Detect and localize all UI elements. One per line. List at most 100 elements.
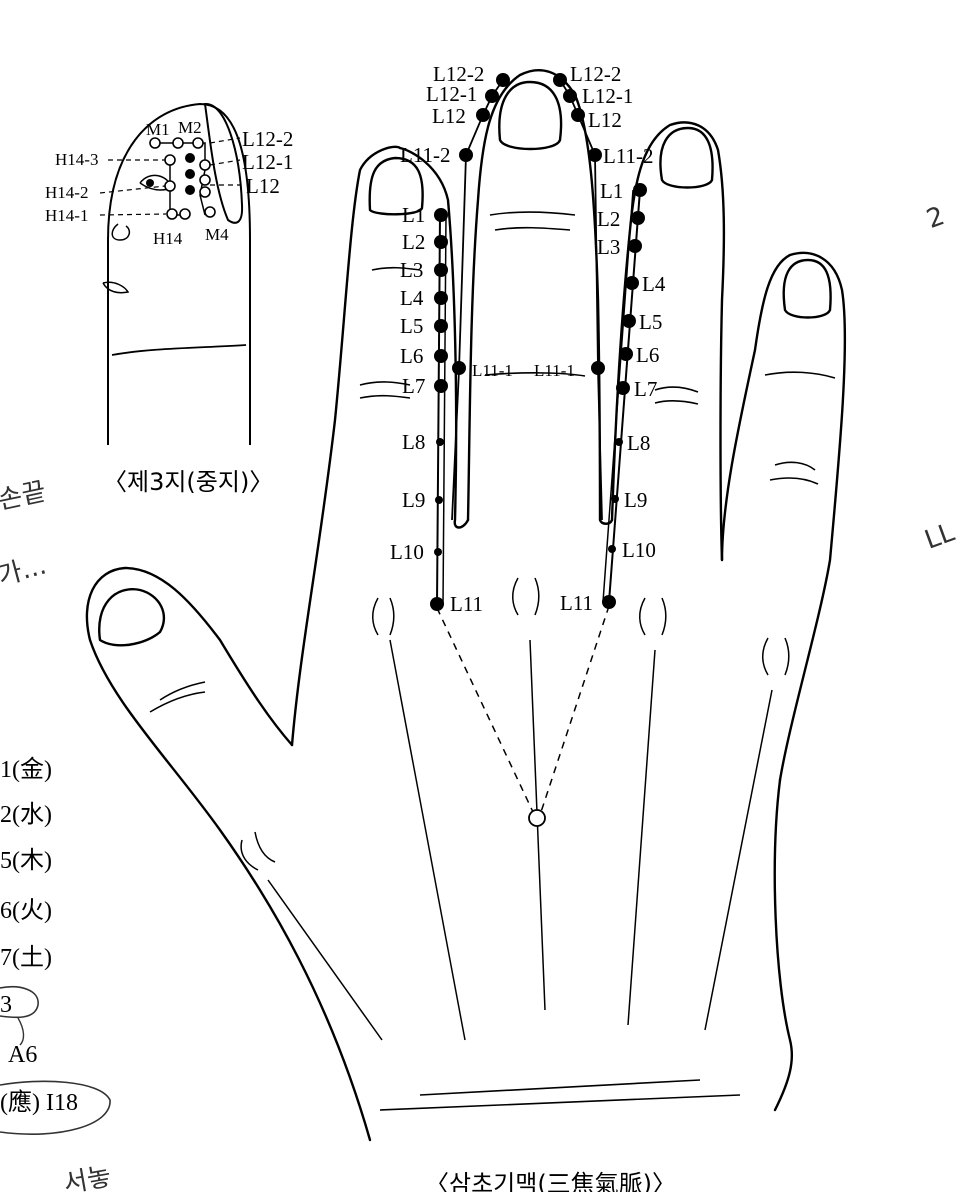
palm-creases: [150, 212, 835, 1110]
inset-label-m2: M2: [178, 118, 202, 137]
middle-left-l11-1: [452, 361, 466, 375]
side-item: 6(火): [0, 898, 52, 924]
middle-right-line: [560, 80, 602, 520]
middle-right-l11-1: [591, 361, 605, 375]
inset-point-h14-2: [165, 181, 175, 191]
inset-point-h14: [180, 209, 190, 219]
inset-point-l12: [200, 187, 210, 197]
side-item: 2(水): [0, 801, 52, 828]
handwriting: 2: [923, 201, 949, 235]
index-point-l7: [434, 379, 448, 393]
handwriting: 손끝: [0, 477, 49, 516]
ring-meridian: L1 L2 L3 L4 L5 L6 L7 L8 L9 L10 L11: [560, 179, 666, 615]
ring-label-l9: L9: [624, 488, 647, 512]
handwriting: 서놓: [61, 1162, 113, 1192]
middle-label-left-l11-1: L11-1: [472, 361, 513, 380]
handwriting-notes: 손끝 가... 2 LL 서놓: [0, 201, 959, 1192]
index-label-l4: L4: [400, 286, 424, 310]
ring-nail: [660, 128, 712, 188]
middle-left-l12-1: [485, 89, 499, 103]
index-point-l3: [434, 263, 448, 277]
ring-label-l3: L3: [597, 235, 620, 259]
inset-label-h14: H14: [153, 229, 183, 248]
ring-point-l2: [631, 211, 645, 225]
handwriting: 가...: [0, 550, 50, 592]
ring-label-l10: L10: [622, 538, 656, 562]
ring-point-l3: [628, 239, 642, 253]
ring-label-l1: L1: [600, 179, 623, 203]
middle-label-right-l12-2: L12-2: [570, 62, 621, 86]
inset-caption: 〈제3지(중지)〉: [103, 468, 273, 496]
inset-label-m1: M1: [146, 120, 170, 139]
inset-finger-diagram: M1 M2 L12-2 L12-1 L12 H14-3 H14-2 H14-1 …: [45, 104, 293, 496]
inset-leader: [210, 160, 240, 165]
inset-point-l12-2: [185, 153, 195, 163]
middle-finger-outline: [468, 70, 612, 524]
middle-right-l12: [571, 108, 585, 122]
ring-label-l4: L4: [642, 272, 666, 296]
index-point-l10: [434, 548, 442, 556]
index-label-l7: L7: [402, 374, 425, 398]
inset-meridian-line: [155, 143, 205, 215]
index-label-l6: L6: [400, 344, 423, 368]
inset-label-l12-1: L12-1: [242, 150, 293, 174]
index-label-l3: L3: [400, 258, 423, 282]
middle-label-left-l12: L12: [432, 104, 466, 128]
main-caption: 〈삼초기맥(三焦氣脈)〉: [425, 1170, 676, 1192]
middle-left-l11-2: [459, 148, 473, 162]
index-label-l10: L10: [390, 540, 424, 564]
middle-right-l12-2: [553, 73, 567, 87]
inset-label-h14-3: H14-3: [55, 150, 98, 169]
convergence-point: [529, 810, 545, 826]
inset-point-c: [185, 185, 195, 195]
middle-label-left-l12-1: L12-1: [426, 82, 477, 106]
inset-point-l12-1: [200, 160, 210, 170]
middle-label-right-l12: L12: [588, 108, 622, 132]
inset-ear-sketch: [112, 224, 129, 240]
side-list: 1(金) 2(水) 5(木) 6(火) 7(土) 3 A6 (應) I18: [0, 756, 110, 1134]
middle-right-l12-1: [563, 89, 577, 103]
middle-left-l12-2: [496, 73, 510, 87]
ring-label-l7: L7: [634, 377, 657, 401]
index-point-l4: [434, 291, 448, 305]
index-point-l2: [434, 235, 448, 249]
middle-label-right-l11-1: L11-1: [534, 361, 575, 380]
side-item: 1(金): [0, 756, 52, 783]
ring-point-l1: [633, 183, 647, 197]
inset-finger-outline: [108, 104, 250, 445]
palm-outline: [775, 780, 792, 1110]
index-label-l9: L9: [402, 488, 425, 512]
ring-point-l4: [625, 276, 639, 290]
ring-label-l8: L8: [627, 431, 650, 455]
handwriting: LL: [921, 517, 959, 555]
index-label-l1: L1: [402, 203, 425, 227]
little-nail: [784, 260, 831, 318]
ring-point-l10: [608, 545, 616, 553]
middle-left-l12: [476, 108, 490, 122]
inset-point-m2b: [193, 138, 203, 148]
side-item: A6: [8, 1042, 37, 1068]
inset-knuckle-crease: [112, 345, 246, 355]
inset-leader: [210, 138, 240, 143]
inset-label-h14-2: H14-2: [45, 183, 88, 202]
ring-point-l6: [619, 347, 633, 361]
side-item: 3: [0, 992, 12, 1018]
thumb-nail: [99, 589, 164, 645]
little-finger-outline: [722, 253, 845, 780]
middle-label-left-l11-2: L11-2: [400, 143, 451, 167]
inset-label-l12: L12: [246, 174, 280, 198]
inset-point-h14-3: [165, 155, 175, 165]
joint-marks: [241, 578, 789, 870]
side-connector-mark: [18, 1018, 24, 1045]
middle-nail: [499, 82, 561, 149]
side-item: (應) I18: [0, 1089, 78, 1116]
inset-point-a: [185, 169, 195, 179]
ring-point-l7: [616, 381, 630, 395]
side-item: 7(土): [0, 944, 52, 971]
index-point-l6: [434, 349, 448, 363]
inset-point-h14-1: [167, 209, 177, 219]
inset-label-l12-2: L12-2: [242, 127, 293, 151]
middle-label-right-l12-1: L12-1: [582, 84, 633, 108]
inset-label-m4: M4: [205, 225, 229, 244]
thumb-outline: [87, 568, 370, 1140]
